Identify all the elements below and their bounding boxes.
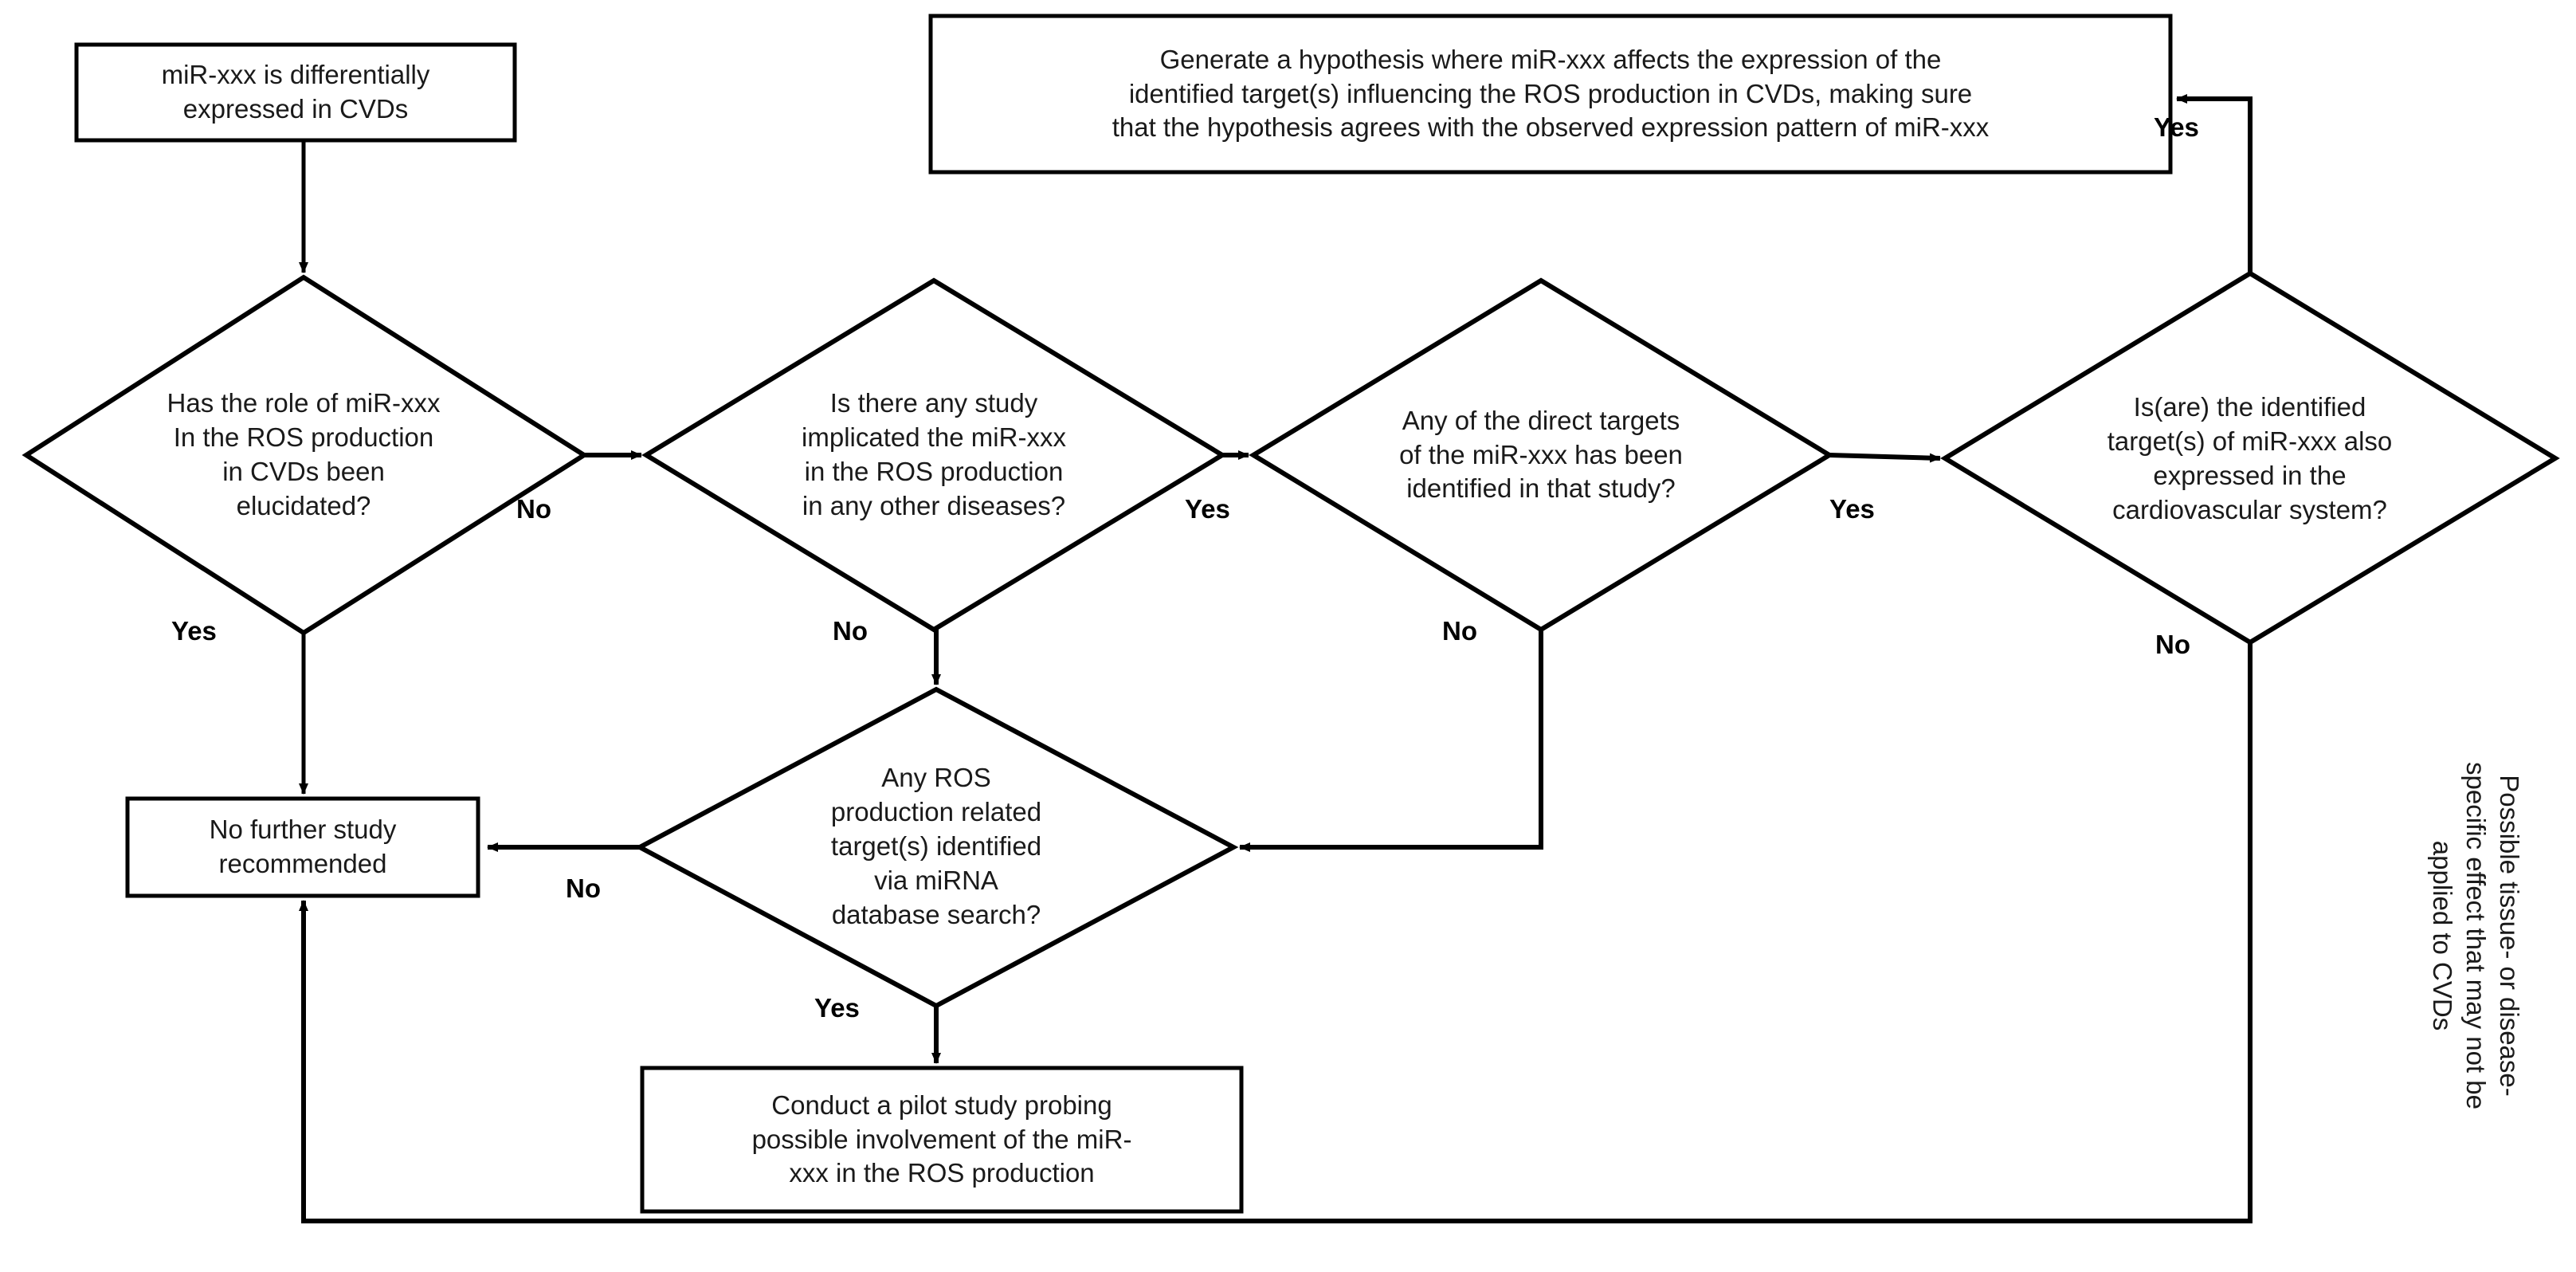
tissue-specific-note: Possible tissue- or disease- specific ef…	[2427, 762, 2524, 1109]
no-further-box-shape	[125, 796, 480, 898]
edge-label-cardio-no: No	[2155, 630, 2190, 659]
hypothesis-box-shape	[928, 14, 2173, 175]
pilot-box-shape	[640, 1066, 1244, 1214]
edge-label-study-no: No	[833, 616, 868, 646]
edge-label-targets-no: No	[1442, 616, 1477, 646]
edge-label-role-yes: Yes	[171, 616, 217, 646]
decision-role-shape	[22, 274, 589, 636]
edge-label-role-no: No	[516, 494, 551, 524]
edge-label-cardio-yes: Yes	[2154, 112, 2199, 142]
decision-database-shape	[634, 686, 1239, 1009]
edge-label-database-yes: Yes	[814, 993, 860, 1023]
decision-targets-shape	[1249, 277, 1834, 633]
edge-cardio-no-to-no-further	[299, 642, 2253, 1223]
edge-cardio-yes-to-hypothesis	[2176, 94, 2253, 273]
edge-targets-no-to-database	[1239, 630, 1543, 852]
edge-targets-yes-to-cardio	[1829, 453, 1941, 463]
edge-label-database-no: No	[566, 874, 601, 903]
start-box-shape	[74, 42, 517, 143]
edge-label-targets-yes: Yes	[1829, 494, 1875, 524]
edge-label-study-yes: Yes	[1185, 494, 1230, 524]
decision-cardio-shape	[1940, 270, 2560, 646]
decision-study-shape	[641, 277, 1227, 633]
